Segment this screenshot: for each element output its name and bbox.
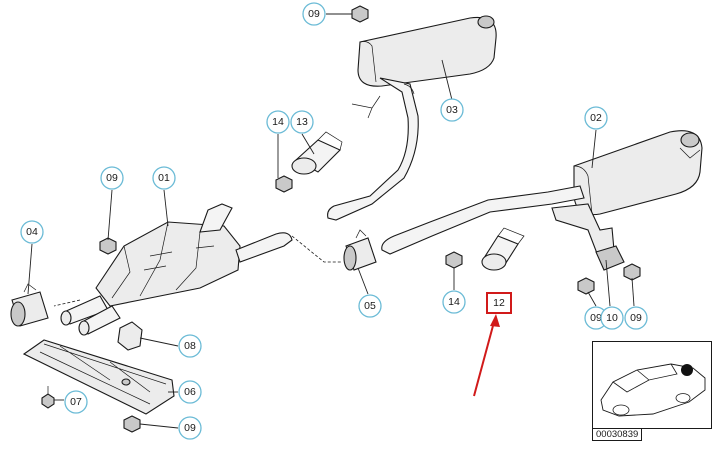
rear-silencer-03 [327, 15, 497, 221]
heat-shield-06 [22, 339, 175, 415]
callout-label: 09 [184, 422, 196, 434]
callout-label: 08 [184, 340, 196, 352]
callout-label: 10 [606, 312, 618, 324]
callout-08: 08 [178, 334, 202, 358]
pipe-piece-13 [275, 131, 343, 193]
nut-09-right-b [623, 263, 641, 281]
nut-09-mid [99, 237, 117, 255]
callout-label: 02 [590, 112, 602, 124]
callout-label: 09 [308, 8, 320, 20]
callout-07: 07 [64, 390, 88, 414]
callout-14-left: 14 [266, 110, 290, 134]
diagram-code: 00030839 [592, 428, 643, 441]
callout-label: 13 [296, 116, 308, 128]
rear-silencer-02 [381, 130, 703, 271]
car-location-inset [592, 341, 712, 429]
bolt-07 [41, 386, 55, 409]
callout-label: 14 [272, 116, 284, 128]
callout-label: 09 [590, 312, 602, 324]
callout-label: 06 [184, 386, 196, 398]
callout-14-right: 14 [442, 290, 466, 314]
highlight-arrow [473, 314, 500, 397]
highlight-label-text: 12 [493, 297, 505, 309]
callout-label: 14 [448, 296, 460, 308]
clamp-04 [10, 283, 49, 327]
callout-13: 13 [290, 110, 314, 134]
callout-label: 05 [364, 300, 376, 312]
connection-line [53, 299, 81, 307]
callout-label: 04 [26, 226, 38, 238]
callout-label: 01 [158, 172, 170, 184]
callout-label: 09 [630, 312, 642, 324]
callout-01: 01 [152, 166, 176, 190]
highlight-label-12: 12 [486, 292, 512, 314]
callout-09-top: 09 [302, 2, 326, 26]
callout-09-bottom: 09 [178, 416, 202, 440]
connection-line [291, 235, 342, 263]
callout-label: 03 [446, 104, 458, 116]
callout-09-mid: 09 [100, 166, 124, 190]
callout-02: 02 [584, 106, 608, 130]
callout-04: 04 [20, 220, 44, 244]
nut-09-top [351, 5, 369, 23]
car-outline-icon [600, 363, 706, 417]
callout-label: 09 [106, 172, 118, 184]
callout-09-right-b: 09 [624, 306, 648, 330]
callout-10: 10 [600, 306, 624, 330]
callout-06: 06 [178, 380, 202, 404]
callout-label: 07 [70, 396, 82, 408]
nut-09-right-a [577, 277, 595, 295]
leader-lines [27, 13, 635, 429]
pipe-piece-12 [445, 227, 525, 271]
callout-03: 03 [440, 98, 464, 122]
rubber-mount-08 [117, 321, 143, 433]
front-silencer-01 [60, 203, 293, 336]
callout-05: 05 [358, 294, 382, 318]
clamp-05 [343, 229, 377, 271]
